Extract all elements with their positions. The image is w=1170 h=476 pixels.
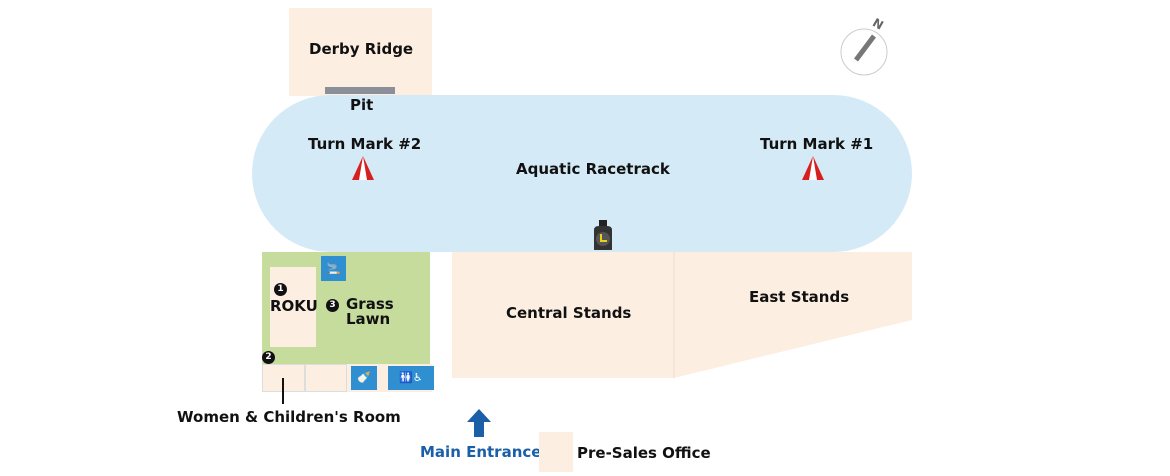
turn-mark-buoy-icon [352,156,374,180]
pre-sales-office-label: Pre-Sales Office [577,444,711,462]
restroom-accessible-icon: 🚻♿ [388,366,434,390]
compass-icon [840,28,888,76]
marker-2: 2 [262,351,275,364]
pre-sales-office [539,432,573,472]
turn-mark-buoy-icon [802,156,824,180]
east-stands-label: East Stands [749,288,850,306]
central-east-stands [452,252,912,378]
turn-mark-1-label: Turn Mark #1 [760,135,874,153]
central-stands-label: Central Stands [506,304,632,322]
marker-3: 3 [326,299,339,312]
pit-bar [325,87,395,94]
marker-1: 1 [274,283,287,296]
pointer-line [282,378,284,404]
roku-building [270,267,316,347]
women-childrens-room-label: Women & Children's Room [177,408,401,426]
smoking-area-icon: 🚬 [321,256,346,281]
derby-ridge-area [289,8,432,96]
derby-ridge-label: Derby Ridge [309,40,414,58]
main-entrance-label[interactable]: Main Entrance [420,443,542,461]
racetrack-label: Aquatic Racetrack [516,160,670,178]
turn-mark-2-label: Turn Mark #2 [308,135,422,153]
nursing-room-icon: 🍼 [351,366,377,390]
clock-tower-icon [594,220,612,250]
roku-label: ROKU [270,297,318,315]
grass-lawn-label: Grass Lawn [346,295,394,328]
pit-label: Pit [350,96,374,114]
facility-room [305,364,347,392]
entrance-arrow-icon [467,409,491,437]
